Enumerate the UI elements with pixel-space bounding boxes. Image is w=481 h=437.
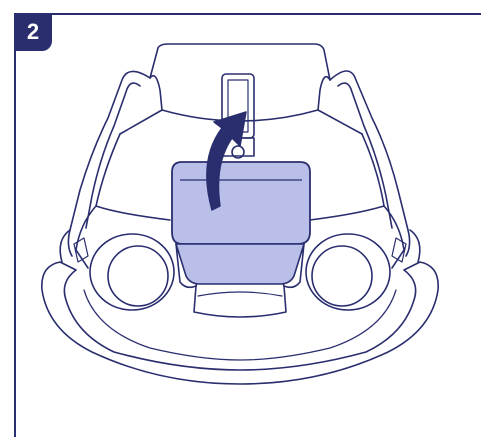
seat-back-lower — [96, 134, 170, 220]
seat-cushion-line — [198, 292, 282, 296]
base-inner-ring — [84, 290, 396, 360]
right-round-pod-inner — [312, 246, 372, 306]
right-round-pod-outer — [306, 234, 390, 310]
left-side-wing — [68, 71, 150, 256]
seat-back-left-edge — [150, 48, 158, 78]
highlighted-panel-shape — [172, 162, 310, 244]
highlighted-panel — [172, 162, 310, 284]
right-side-handle — [410, 230, 420, 262]
left-shoulder — [120, 76, 162, 134]
left-round-pod-outer — [90, 234, 174, 310]
left-round-pod-inner — [108, 246, 168, 306]
highlighted-panel-lower-shape — [176, 244, 304, 284]
